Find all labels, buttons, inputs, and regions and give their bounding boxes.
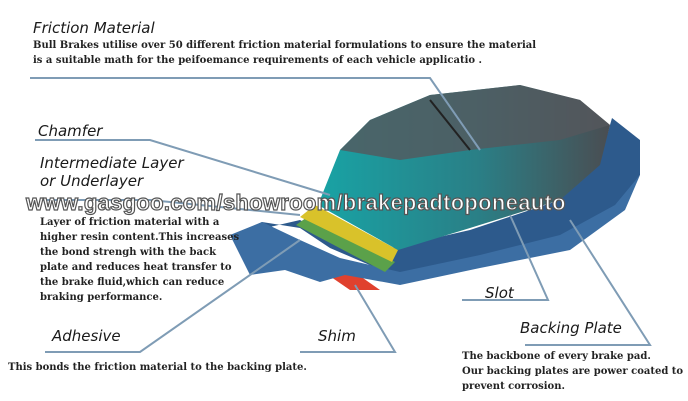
leader-lines <box>30 77 652 353</box>
intermediate-layer-title-2: or Underlayer <box>40 172 144 190</box>
backing-plate-line-3: prevent corrosion. <box>462 381 565 392</box>
intermediate-layer-line-5: the brake fluid,which can reduce <box>40 277 225 288</box>
friction-material-line-1: Bull Brakes utilise over 50 different fr… <box>33 40 537 51</box>
pad-slot <box>429 99 471 151</box>
chamfer-title: Chamfer <box>38 122 103 140</box>
shim-title: Shim <box>318 327 356 345</box>
adhesive-leader <box>45 239 301 353</box>
chamfer-leader <box>35 139 331 196</box>
backing-plate-line-1: The backbone of every brake pad. <box>462 351 651 362</box>
underlayer-shape <box>296 215 395 272</box>
backing-plate-edge <box>230 175 640 285</box>
friction-material-line-2: is a suitable math for the peifoemance r… <box>33 55 482 66</box>
intermediate-layer-title-1: Intermediate Layer <box>40 154 184 172</box>
watermark: www.gasgoo.com/showroom/brakepadtoponeau… <box>25 190 566 215</box>
intermediate-layer-line-3: the bond strengh with the back <box>40 247 217 258</box>
shim-leader <box>300 284 397 353</box>
friction-material-title: Friction Material <box>33 19 155 37</box>
slot-leader <box>462 214 550 301</box>
friction-material-leader <box>30 77 481 151</box>
intermediate-layer-line-2: higher resin content.This increases <box>40 232 240 243</box>
intermediate-layer-line-4: plate and reduces heat transfer to <box>40 262 232 273</box>
slot-title: Slot <box>485 284 514 302</box>
intermediate-layer-leader <box>40 199 301 216</box>
backing-plate-shape <box>235 118 640 278</box>
backing-plate-line-2: Our backing plates are power coated to <box>462 366 684 377</box>
adhesive-shape <box>300 205 398 262</box>
backing-plate-leader <box>525 219 652 346</box>
intermediate-layer-line-6: braking performance. <box>40 292 163 303</box>
adhesive-description: This bonds the friction material to the … <box>8 362 307 373</box>
pad-top-face <box>340 85 610 160</box>
intermediate-layer-line-1: Layer of friction material with a <box>40 217 220 228</box>
backing-plate-title: Backing Plate <box>520 319 622 337</box>
adhesive-title: Adhesive <box>52 327 121 345</box>
